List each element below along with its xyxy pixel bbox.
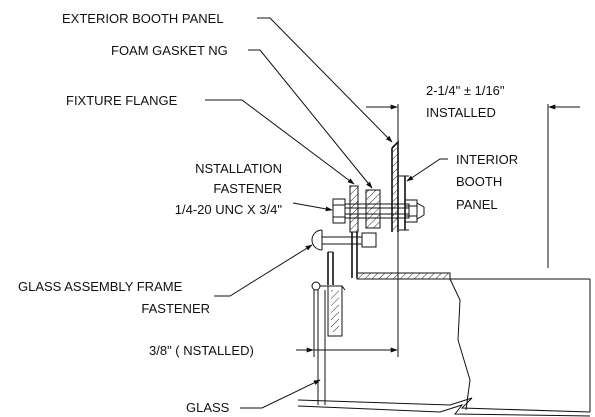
label-glass-frame-fastener-line2: FASTENER: [141, 301, 210, 316]
glass-channel: [311, 281, 346, 337]
label-glass: GLASS: [186, 400, 230, 415]
glass-assembly-frame: [327, 251, 591, 412]
leader-lines: [205, 17, 448, 409]
dimension-arrows: [296, 104, 580, 353]
label-installation-fastener-line1: NSTALLATION: [195, 161, 282, 176]
label-foam-gasket: FOAM GASKET NG: [111, 43, 228, 58]
label-dimension-top-line1: 2-1/4" ± 1/16": [426, 83, 505, 98]
installation-fastener: [332, 198, 425, 224]
label-interior-booth-panel-line3: PANEL: [456, 197, 498, 212]
fixture-flange: [349, 185, 359, 278]
label-fixture-flange: FIXTURE FLANGE: [66, 93, 178, 108]
glass-frame-fastener: [311, 229, 377, 251]
label-dimension-top-line2: INSTALLED: [426, 105, 496, 120]
label-interior-booth-panel-line1: INTERIOR: [456, 152, 518, 167]
dimension-extensions: [313, 104, 549, 357]
foam-gasket: [365, 189, 381, 229]
label-exterior-booth-panel: EXTERIOR BOOTH PANEL: [62, 11, 224, 26]
label-interior-booth-panel-line2: BOOTH: [456, 174, 502, 189]
label-glass-frame-fastener-line1: GLASS ASSEMBLY FRAME: [18, 279, 183, 294]
glass-pane: [317, 290, 326, 405]
glass-break-lines: [297, 397, 591, 417]
label-dimension-bottom: 3/8" ( NSTALLED): [149, 343, 254, 358]
label-installation-fastener-line2: FASTENER: [213, 181, 282, 196]
label-installation-fastener-line3: 1/4-20 UNC X 3/4": [175, 202, 283, 217]
